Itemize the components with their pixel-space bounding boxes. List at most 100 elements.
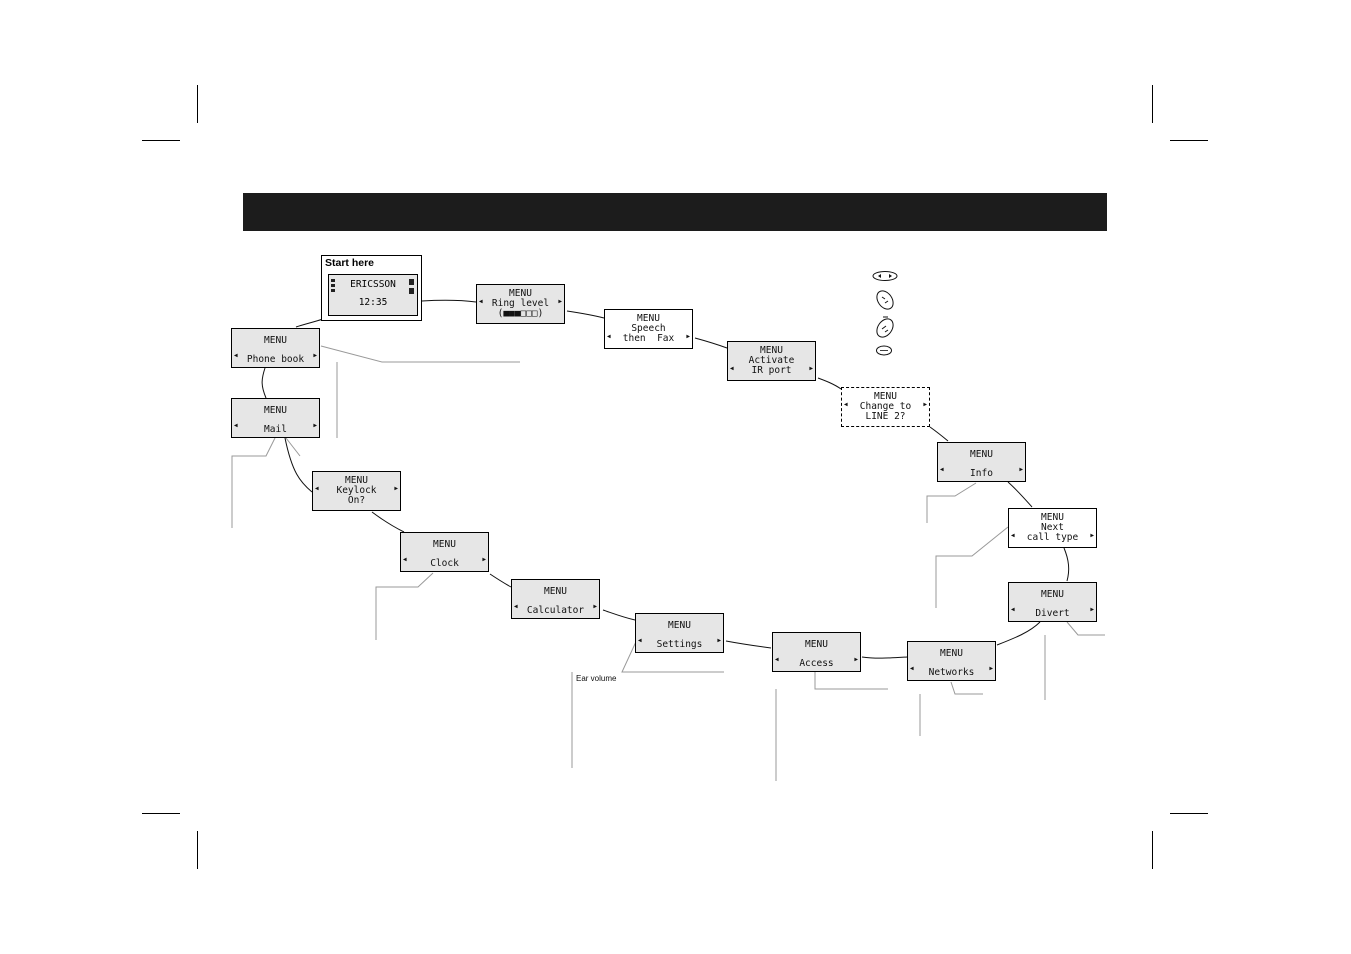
left-arrow-icon: ◀ (775, 656, 779, 663)
signal-strength-icon (331, 279, 336, 294)
menu-phone-book: MENU Phone book ◀ ▶ (231, 328, 320, 368)
right-arrow-icon: ▶ (686, 333, 690, 340)
crop-mark (197, 85, 198, 123)
left-arrow-icon: ◀ (479, 298, 483, 305)
left-arrow-icon: ◀ (638, 637, 642, 644)
crop-mark (197, 831, 198, 869)
menu-speech-then-fax: MENU Speech then Fax ◀ ▶ (604, 309, 693, 349)
menu-item-label: Ring level (491, 298, 550, 309)
battery-icon (409, 279, 414, 295)
menu-clock: MENU Clock ◀ ▶ (400, 532, 489, 572)
crop-mark (1170, 813, 1208, 814)
clr-key-icon (876, 345, 892, 356)
menu-heading: MENU (264, 405, 287, 416)
crop-mark (1152, 85, 1153, 123)
menu-heading: MENU (805, 639, 828, 650)
menu-mail: MENU Mail ◀ ▶ (231, 398, 320, 438)
menu-item-label: Speech (631, 323, 666, 334)
no-key-icon (876, 316, 894, 338)
left-arrow-icon: ◀ (940, 466, 944, 473)
right-arrow-icon: ▶ (717, 637, 721, 644)
menu-item-label: then Fax (622, 333, 675, 344)
right-arrow-icon: ▶ (394, 485, 398, 492)
right-arrow-icon: ▶ (989, 665, 993, 672)
crop-mark (142, 140, 180, 141)
left-arrow-icon: ◀ (844, 401, 848, 408)
menu-heading: MENU (509, 288, 532, 299)
standby-time: 12:35 (358, 297, 388, 308)
menu-divert: MENU Divert ◀ ▶ (1008, 582, 1097, 622)
menu-item-label: Clock (430, 558, 459, 569)
right-arrow-icon: ▶ (1090, 532, 1094, 539)
crop-mark (1152, 831, 1153, 869)
menu-keylock: MENU Keylock On? ◀ ▶ (312, 471, 401, 511)
left-arrow-icon: ◀ (514, 603, 518, 610)
menu-item-label: Networks (928, 667, 975, 678)
menu-item-label: Phone book (246, 354, 305, 365)
menu-ring-level: MENU Ring level (■■■□□□) ◀ ▶ (476, 284, 565, 324)
left-arrow-icon: ◀ (910, 665, 914, 672)
menu-item-label: Next (1041, 522, 1064, 533)
left-arrow-icon: ◀ (1011, 532, 1015, 539)
menu-heading: MENU (668, 620, 691, 631)
ring-level-indicator: (■■■□□□) (497, 308, 544, 319)
left-arrow-icon: ◀ (730, 365, 734, 372)
menu-item-label: call type (1026, 532, 1079, 543)
right-arrow-icon: ▶ (313, 352, 317, 359)
crop-mark (1170, 140, 1208, 141)
right-arrow-icon: ▶ (1019, 466, 1023, 473)
menu-access: MENU Access ◀ ▶ (772, 632, 861, 672)
left-arrow-icon: ◀ (403, 556, 407, 563)
right-arrow-icon: ▶ (1090, 606, 1094, 613)
menu-item-label: Change to (859, 401, 912, 412)
menu-item-label: On? (347, 495, 366, 506)
menu-next-call-type: MENU Next call type ◀ ▶ (1008, 508, 1097, 548)
crop-mark (142, 813, 180, 814)
menu-item-label: Keylock (336, 485, 377, 496)
menu-item-label: Divert (1035, 608, 1070, 619)
menu-change-to-line-2: MENU Change to LINE 2? ◀ ▶ (841, 387, 930, 427)
menu-activate-ir-port: MENU Activate IR port ◀ ▶ (727, 341, 816, 381)
header-bar (243, 193, 1107, 231)
menu-heading: MENU (1041, 512, 1064, 523)
menu-calculator: MENU Calculator ◀ ▶ (511, 579, 600, 619)
menu-settings: MENU Settings ◀ ▶ (635, 613, 724, 653)
menu-heading: MENU (637, 313, 660, 324)
ear-volume-label: Ear volume (576, 674, 617, 683)
menu-item-label: LINE 2? (865, 411, 906, 422)
menu-item-label: Access (799, 658, 834, 669)
menu-heading: MENU (874, 391, 897, 402)
left-right-arrow-key-icon (872, 271, 898, 281)
left-arrow-icon: ◀ (607, 333, 611, 340)
left-arrow-icon: ◀ (234, 422, 238, 429)
right-arrow-icon: ▶ (313, 422, 317, 429)
menu-heading: MENU (760, 345, 783, 356)
menu-item-label: IR port (751, 365, 792, 376)
right-arrow-icon: ▶ (809, 365, 813, 372)
menu-heading: MENU (544, 586, 567, 597)
menu-item-label: Calculator (526, 605, 585, 616)
left-arrow-icon: ◀ (234, 352, 238, 359)
right-arrow-icon: ▶ (854, 656, 858, 663)
start-here-display: Start here ERICSSON 12:35 (321, 255, 422, 321)
menu-item-label: Info (970, 468, 993, 479)
yes-key-icon (876, 290, 894, 310)
right-arrow-icon: ▶ (593, 603, 597, 610)
right-arrow-icon: ▶ (923, 401, 927, 408)
menu-heading: MENU (970, 449, 993, 460)
standby-screen: ERICSSON 12:35 (328, 274, 418, 316)
menu-heading: MENU (940, 648, 963, 659)
left-arrow-icon: ◀ (1011, 606, 1015, 613)
menu-item-label: Activate (748, 355, 795, 366)
left-arrow-icon: ◀ (315, 485, 319, 492)
menu-heading: MENU (1041, 589, 1064, 600)
start-here-label: Start here (325, 257, 375, 269)
menu-heading: MENU (264, 335, 287, 346)
menu-item-label: Mail (264, 424, 287, 435)
menu-item-label: Settings (656, 639, 703, 650)
right-arrow-icon: ▶ (558, 298, 562, 305)
right-arrow-icon: ▶ (482, 556, 486, 563)
menu-networks: MENU Networks ◀ ▶ (907, 641, 996, 681)
